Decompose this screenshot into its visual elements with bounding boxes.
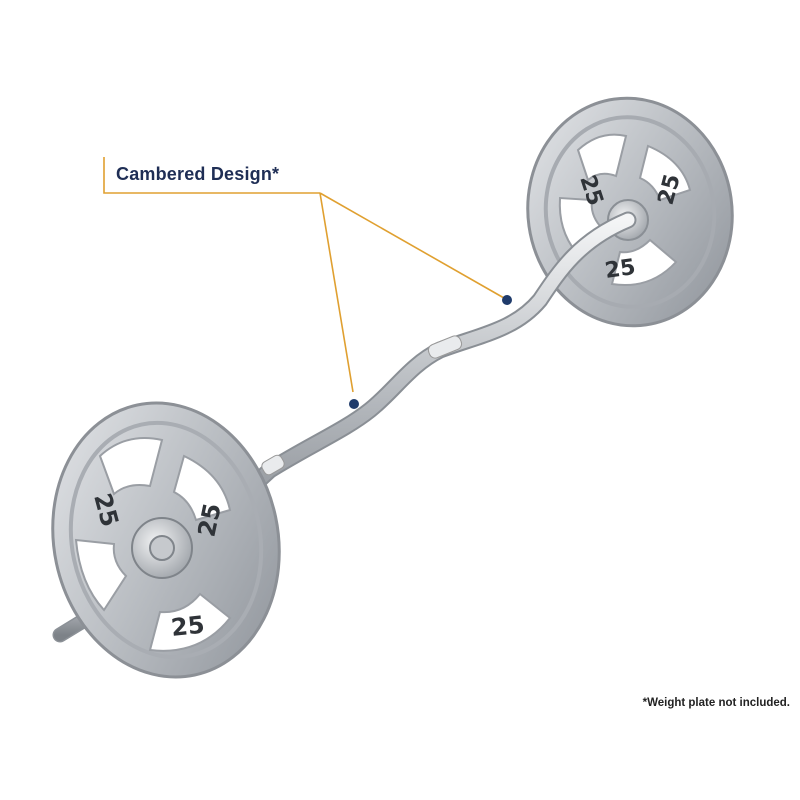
footnote: *Weight plate not included. <box>642 697 790 709</box>
callout-dot-left <box>349 399 359 409</box>
left-weight-plate: 25 25 25 <box>51 401 281 679</box>
callout-pointer <box>103 157 512 409</box>
plate-weight-label: 25 <box>170 611 206 642</box>
plate-weight-label: 25 <box>192 501 226 539</box>
callout-dot-right <box>502 295 512 305</box>
callout-label: Cambered Design* <box>116 164 280 184</box>
plate-weight-label: 25 <box>603 255 637 284</box>
